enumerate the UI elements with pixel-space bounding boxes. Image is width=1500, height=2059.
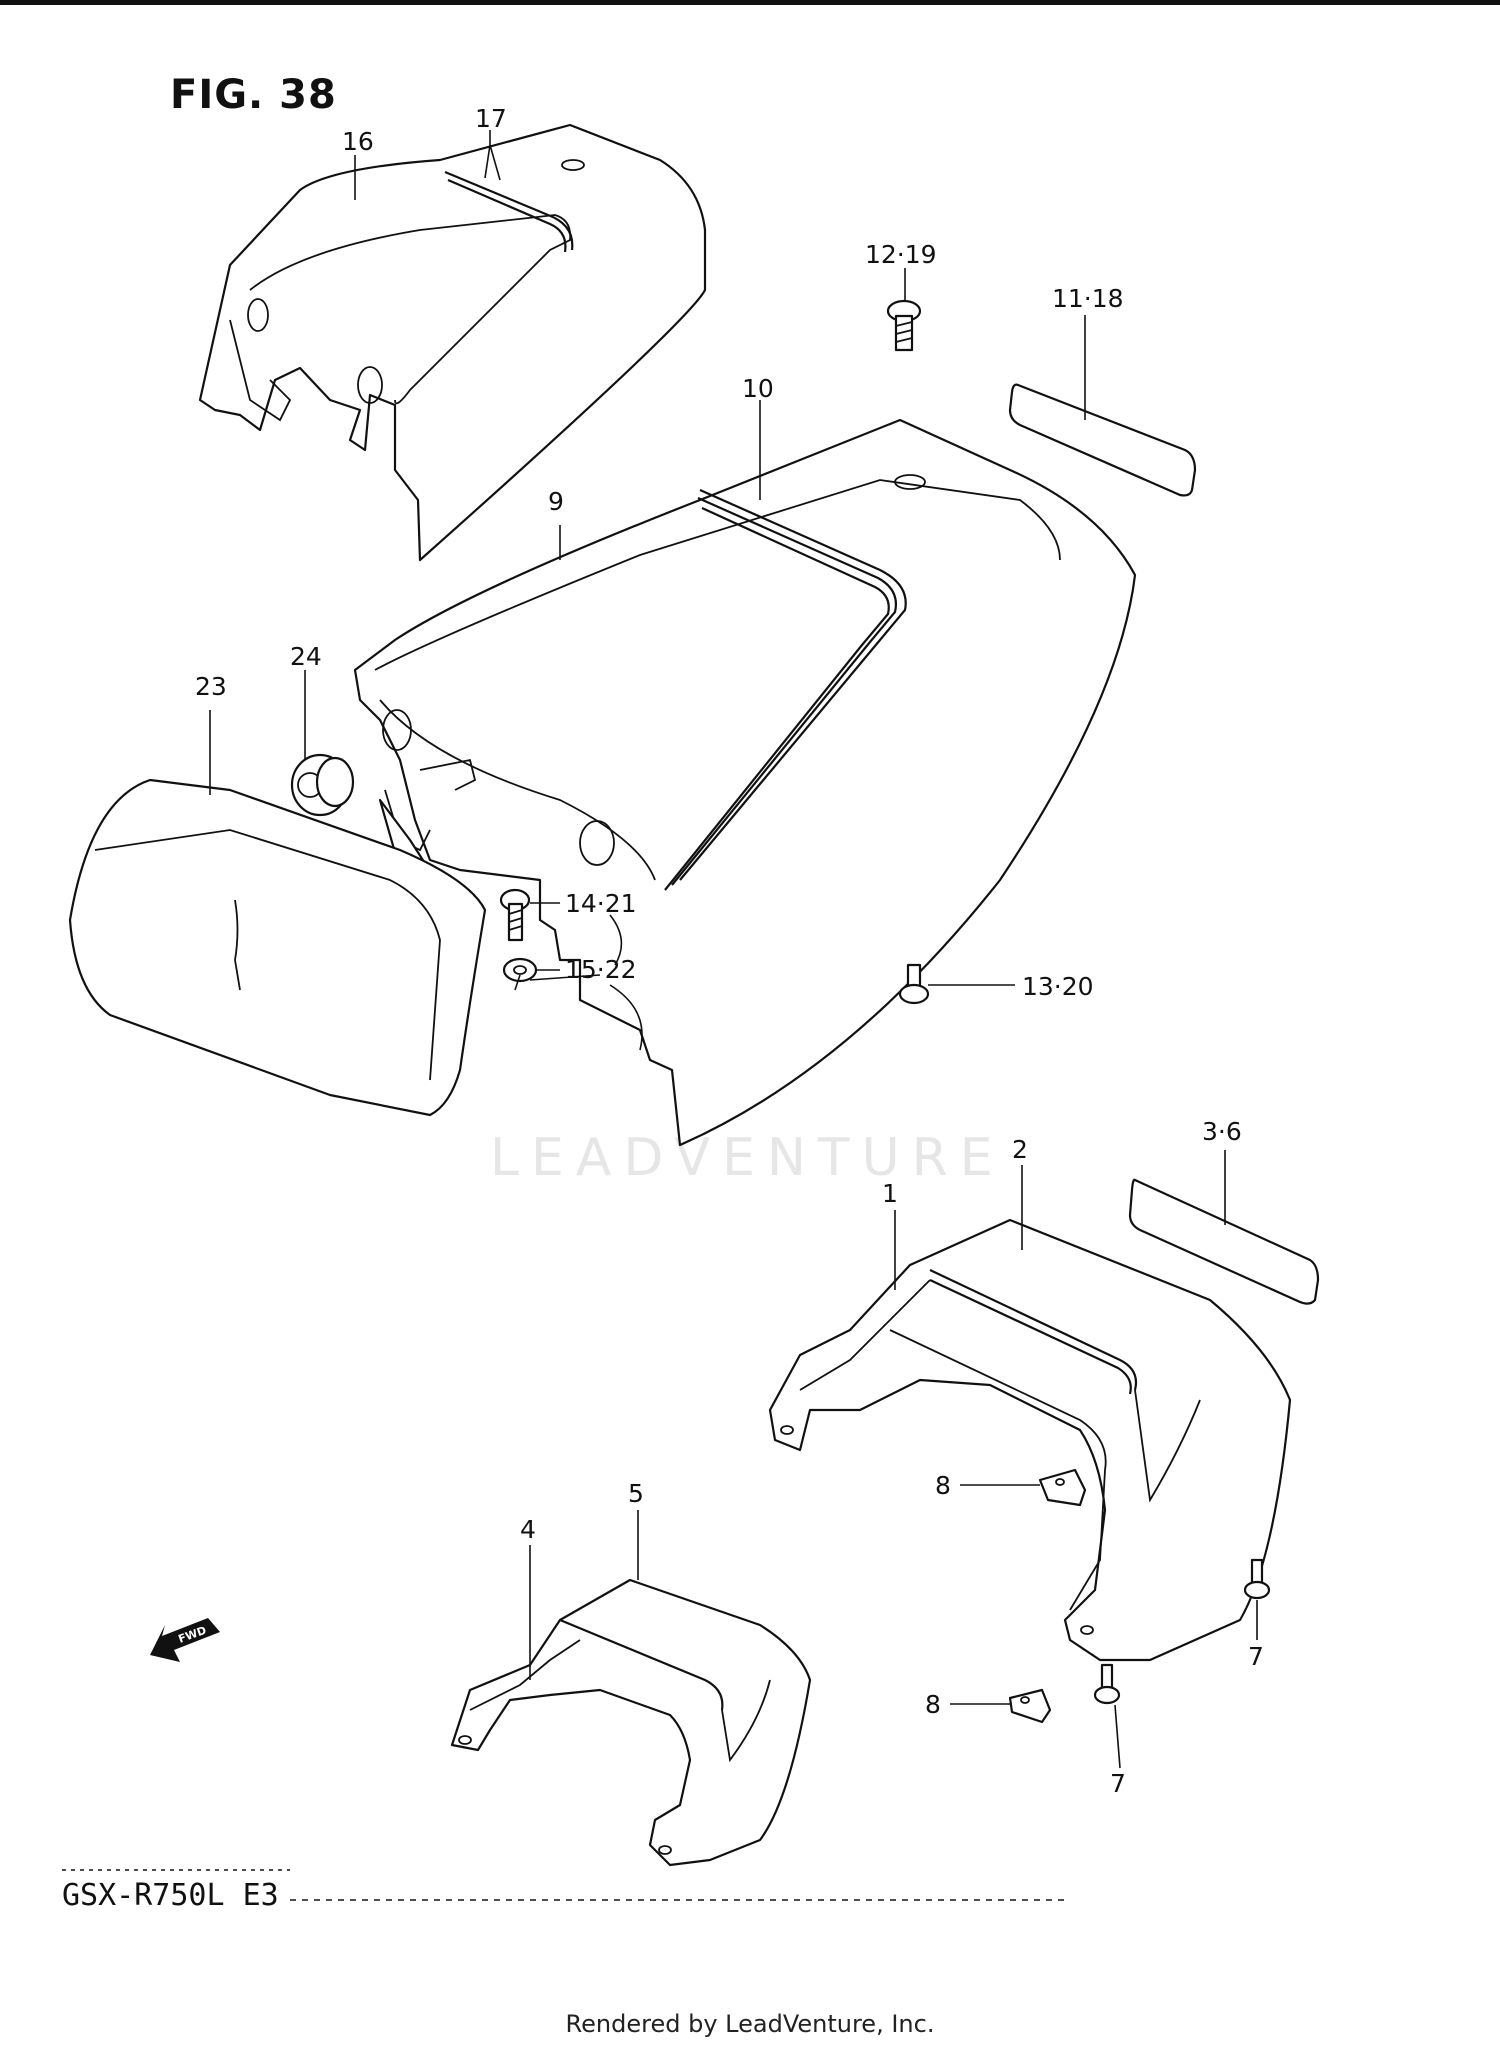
callout-2: 2 <box>1012 1135 1028 1164</box>
fwd-arrow-icon: FWD <box>150 1618 220 1662</box>
seat-cowl-main <box>353 418 1137 1147</box>
grommet <box>290 753 355 817</box>
leader-lines <box>62 130 1258 1901</box>
callout-16: 16 <box>342 127 374 156</box>
callout-3-6: 3·6 <box>1202 1117 1242 1146</box>
callout-7-upper: 7 <box>1248 1642 1264 1671</box>
footer-credit: Rendered by LeadVenture, Inc. <box>565 2010 935 2038</box>
callout-17: 17 <box>475 104 507 133</box>
seat-cowl-upper <box>198 123 707 562</box>
washer-15-22 <box>502 957 538 983</box>
callout-9: 9 <box>548 487 564 516</box>
callout-14-21: 14·21 <box>565 889 637 918</box>
watermark: LEADVENTURE <box>490 1128 1005 1188</box>
top-border <box>0 0 1500 5</box>
callout-15-22: 15·22 <box>565 955 637 984</box>
callout-12-19: 12·19 <box>865 240 937 269</box>
screw-7-upper <box>1243 1558 1271 1600</box>
callout-1: 1 <box>882 1179 898 1208</box>
decal-11-18 <box>1008 383 1197 497</box>
rear-cowl-1 <box>768 1218 1292 1662</box>
callout-23: 23 <box>195 672 227 701</box>
callout-10: 10 <box>742 374 774 403</box>
bolt-14-21 <box>499 888 531 942</box>
callout-13-20: 13·20 <box>1022 972 1094 1001</box>
decal-3-6 <box>1128 1178 1320 1305</box>
callout-5: 5 <box>628 1479 644 1508</box>
callout-24: 24 <box>290 642 322 671</box>
model-code: GSX-R750L E3 <box>62 1878 279 1913</box>
callout-8-upper: 8 <box>935 1471 951 1500</box>
tail-cover <box>68 778 487 1117</box>
clip-8-upper <box>1038 1468 1087 1507</box>
figure-title: FIG. 38 <box>170 72 337 118</box>
callout-labels: 16 17 12·19 11·18 10 9 24 23 14·21 15·22… <box>195 104 1264 1798</box>
callout-4: 4 <box>520 1515 536 1544</box>
callout-8-lower: 8 <box>925 1690 941 1719</box>
callout-11-18: 11·18 <box>1052 284 1124 313</box>
callout-7-lower: 7 <box>1110 1769 1126 1798</box>
clip-8-lower <box>1008 1688 1052 1724</box>
rear-cowl-4 <box>450 1578 812 1867</box>
screw-13-20 <box>898 963 930 1005</box>
screw-12-19 <box>886 299 922 352</box>
screw-7-lower <box>1093 1663 1121 1705</box>
